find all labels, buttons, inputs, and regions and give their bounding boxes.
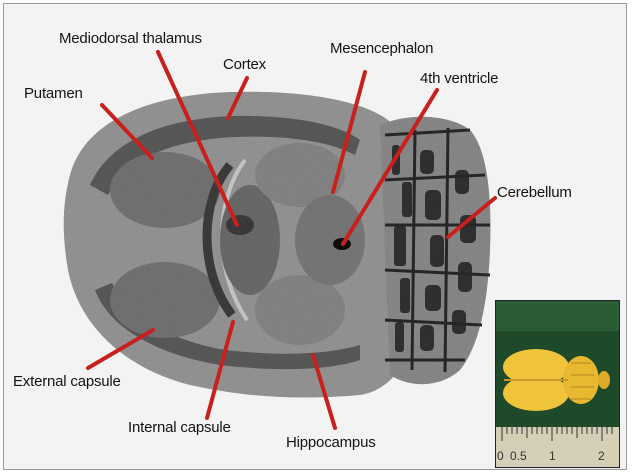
ruler-tick-0: 0: [497, 449, 504, 463]
label-fourth-ventricle: 4th ventricle: [420, 70, 498, 87]
label-internal-capsule: Internal capsule: [128, 419, 231, 436]
ruler-tick-1: 1: [549, 449, 556, 463]
label-hippocampus: Hippocampus: [286, 434, 376, 451]
whole-brain-photo-inset: [495, 300, 620, 468]
label-putamen: Putamen: [24, 85, 83, 102]
ruler-tick-2: 2: [598, 449, 605, 463]
label-mediodorsal-thalamus: Mediodorsal thalamus: [59, 30, 202, 47]
label-cerebellum: Cerebellum: [497, 184, 572, 201]
ruler-tick-half: 0.5: [510, 449, 527, 463]
label-mesencephalon: Mesencephalon: [330, 40, 433, 57]
label-cortex: Cortex: [223, 56, 266, 73]
brain-slice: [64, 92, 491, 398]
label-external-capsule: External capsule: [13, 373, 121, 390]
